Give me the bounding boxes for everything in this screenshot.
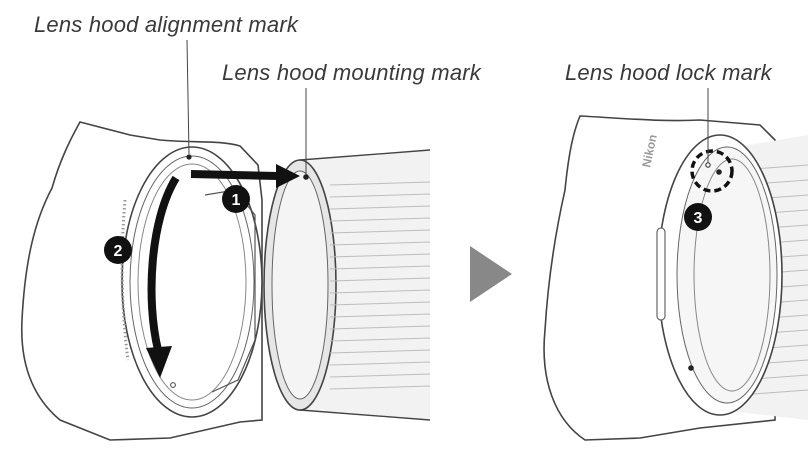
step1-arrow [190,170,279,180]
label-lock-mark: Lens hood lock mark [565,60,772,85]
lock-mark-dot [716,169,722,175]
label-alignment-mark: Lens hood alignment mark [34,12,299,37]
svg-text:1: 1 [232,192,241,209]
svg-text:2: 2 [114,243,123,260]
left-illustration: 1 2 [20,39,431,441]
step-badge-2: 2 [104,236,132,264]
step-badge-1: 1 [222,185,250,213]
transition-arrow-icon [470,246,512,302]
brand-text: Nikon [639,133,660,169]
lens-barrel-left [263,149,431,421]
right-illustration: Nikon 3 [543,88,808,441]
step2-arrow [147,175,180,351]
svg-text:3: 3 [694,210,703,227]
label-mounting-mark: Lens hood mounting mark [222,60,481,85]
step-badge-3: 3 [684,203,712,231]
dashed-circle-icon [690,149,734,193]
alignment-mark-dot [186,154,192,160]
mounting-mark-dot [303,174,309,180]
leader-alignment [186,39,190,155]
